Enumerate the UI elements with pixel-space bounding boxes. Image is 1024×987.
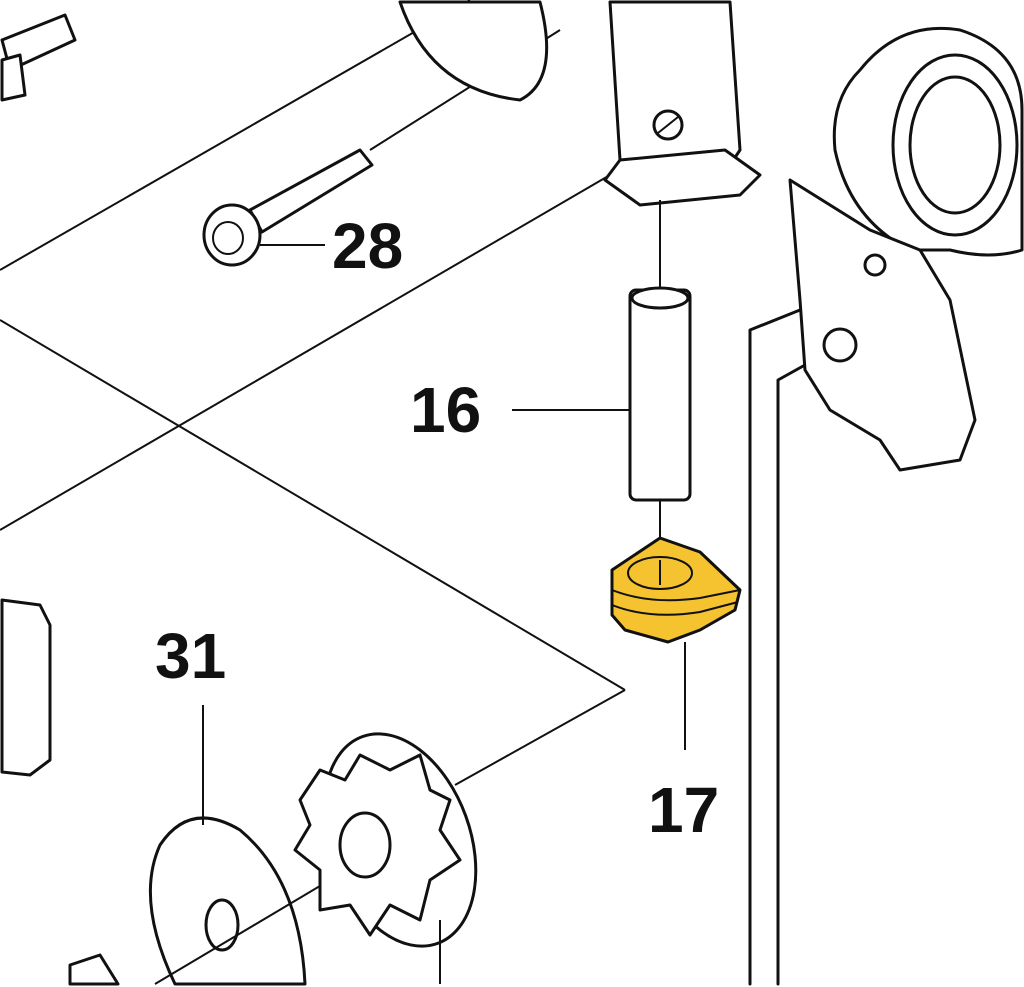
screw-top-left — [0, 13, 77, 102]
sprocket — [293, 732, 478, 984]
callout-28: 28 — [332, 210, 403, 282]
housing-top — [398, 0, 762, 207]
callout-16: 16 — [410, 374, 481, 446]
handle-bracket — [788, 26, 1024, 472]
left-block — [0, 598, 52, 777]
callout-17: 17 — [648, 774, 719, 846]
screw-28 — [202, 148, 374, 267]
spacer-17-highlighted — [610, 536, 742, 750]
guide-lines — [0, 0, 807, 986]
callout-31: 31 — [155, 620, 226, 692]
washer-31 — [68, 705, 331, 986]
pin-16 — [512, 200, 692, 560]
